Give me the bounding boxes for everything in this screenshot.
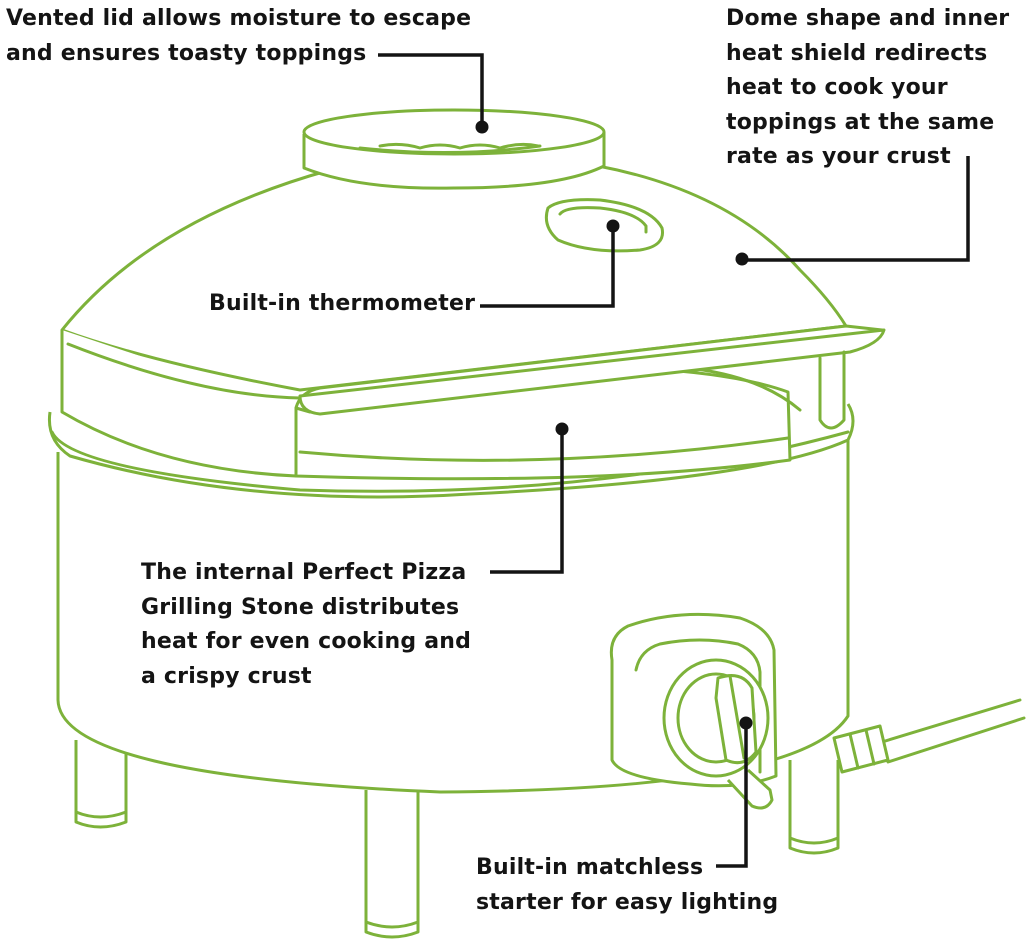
leader-dot-grilling-stone — [555, 422, 569, 436]
leader-dot-matchless-starter — [739, 716, 753, 730]
oven-legs — [74, 740, 840, 939]
callout-dome-shape-line: rate as your crust — [726, 144, 951, 169]
callout-vented-lid: Vented lid allows moisture to escape and… — [6, 2, 471, 71]
leg-left — [74, 740, 128, 829]
callout-grilling-stone-line: heat for even cooking and — [141, 629, 472, 654]
callout-dome-shape-line: heat shield redirects — [726, 40, 988, 66]
callout-vented-lid-line: Vented lid allows moisture to escape — [6, 6, 472, 31]
leader-dot-dome — [735, 252, 749, 266]
thermometer-gauge — [544, 198, 665, 253]
leader-vented-lid — [378, 53, 484, 127]
callout-dome-shape-line: Dome shape and inner — [726, 6, 1010, 31]
callout-dome-shape-line: heat to cook your — [726, 75, 948, 100]
callout-grilling-stone-line: a crispy crust — [141, 663, 312, 689]
callout-grilling-stone: The internal Perfect Pizza Grilling Ston… — [141, 556, 471, 694]
leader-dot-thermometer — [606, 219, 620, 233]
leg-right — [788, 760, 840, 855]
callout-matchless-starter: Built-in matchless starter for easy ligh… — [476, 851, 778, 920]
leader-matchless-starter — [716, 723, 748, 868]
leader-lines — [378, 53, 970, 868]
callout-matchless-starter-line: starter for easy lighting — [476, 889, 779, 915]
callout-dome-shape-line: toppings at the same — [726, 109, 995, 135]
vented-lid — [302, 108, 606, 190]
callout-grilling-stone-line: Grilling Stone distributes — [141, 594, 460, 620]
gas-hose — [832, 698, 1026, 774]
callout-grilling-stone-line: The internal Perfect Pizza — [141, 560, 467, 585]
leader-dot-vented-lid — [475, 120, 489, 134]
callout-vented-lid-line: and ensures toasty toppings — [6, 40, 367, 66]
leader-grilling-stone — [490, 429, 564, 574]
callout-thermometer: Built-in thermometer — [209, 287, 475, 322]
leader-dome — [742, 156, 970, 262]
leg-front — [364, 790, 420, 939]
callout-thermometer-line: Built-in thermometer — [209, 291, 476, 316]
matchless-starter — [609, 612, 778, 810]
callout-dome-shape: Dome shape and inner heat shield redirec… — [726, 2, 1009, 175]
callout-matchless-starter-line: Built-in matchless — [476, 855, 704, 880]
leader-thermometer — [480, 226, 615, 308]
